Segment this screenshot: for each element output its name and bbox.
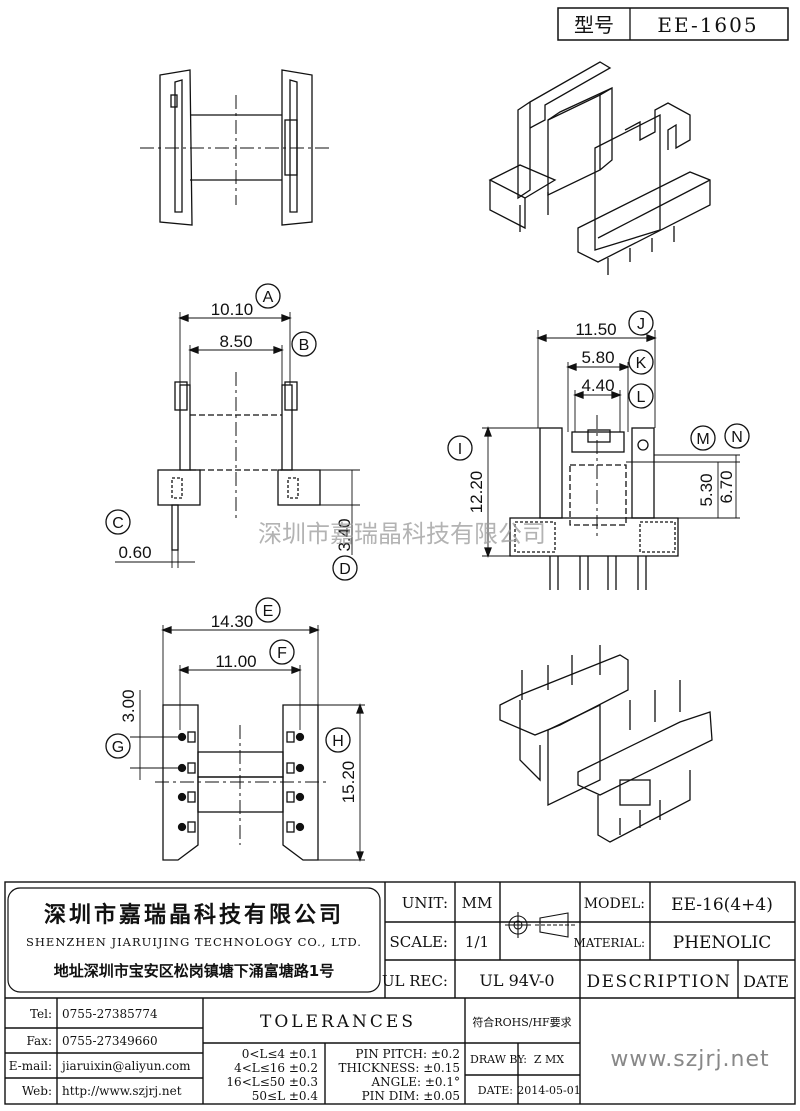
tolerance-row: 50≤L ±0.4 — [252, 1089, 319, 1103]
dim-K-letter: K — [636, 355, 647, 372]
company-name-en: SHENZHEN JIARUIJING TECHNOLOGY CO., LTD. — [26, 935, 362, 949]
model-box-label: 型号 — [574, 13, 614, 37]
dim-L-value: 4.40 — [581, 376, 614, 395]
dim-M-value: 5.30 — [697, 473, 716, 506]
dim-A-letter: A — [263, 289, 274, 306]
dim-G-letter: G — [112, 739, 124, 756]
dim-balloons — [105, 283, 750, 759]
model-label: MODEL: — [584, 896, 645, 912]
dim-E-value: 14.30 — [211, 612, 254, 631]
email-value[interactable]: jiaruixin@aliyun.com — [60, 1059, 191, 1073]
draw-by-label: DRAW BY: — [470, 1053, 527, 1066]
dim-D-letter: D — [339, 561, 351, 578]
dim-L-letter: L — [637, 389, 646, 406]
dim-J-letter: J — [637, 316, 645, 333]
dim-E-letter: E — [263, 603, 274, 620]
pin-tolerance-row: ANGLE: ±0.1° — [371, 1075, 460, 1089]
material-value: PHENOLIC — [673, 933, 772, 953]
dim-B-value: 8.50 — [219, 332, 252, 351]
website-watermark: www.szjrj.net — [610, 1047, 769, 1072]
dim-N-letter: N — [731, 429, 743, 446]
pin-tolerance-row: THICKNESS: ±0.15 — [339, 1061, 460, 1075]
dim-C-value: 0.60 — [118, 543, 151, 562]
dim-N-value: 6.70 — [717, 470, 736, 503]
dim-H-letter: H — [332, 733, 344, 750]
fax-label: Fax: — [27, 1034, 52, 1048]
web-value[interactable]: http://www.szjrj.net — [62, 1084, 182, 1098]
dim-H-value: 15.20 — [339, 761, 358, 804]
dim-C-letter: C — [112, 515, 124, 532]
title-block-grid — [4, 881, 796, 1105]
pin-tolerance-row: PIN DIM: ±0.05 — [362, 1089, 460, 1103]
tel-value: 0755-27385774 — [62, 1007, 158, 1021]
dim-I-value: 12.20 — [467, 471, 486, 514]
dim-I-letter: I — [458, 441, 462, 458]
date-label: DATE: — [478, 1084, 513, 1097]
bottom-view — [130, 625, 365, 862]
dim-D-value: 3.40 — [335, 518, 354, 551]
date-value: 2014-05-01 — [517, 1084, 580, 1097]
unit-label: UNIT: — [402, 894, 448, 912]
dim-M-letter: M — [696, 431, 709, 448]
dim-A-value: 10.10 — [211, 300, 254, 319]
description-header: DESCRIPTION — [586, 972, 731, 992]
web-label: Web: — [22, 1084, 52, 1098]
dim-F-letter: F — [277, 645, 287, 662]
model-value: EE-16(4+4) — [671, 895, 773, 915]
tolerance-row: 4<L≤16 ±0.2 — [234, 1061, 318, 1075]
top-view — [140, 69, 330, 226]
tolerance-row: 16<L≤50 ±0.3 — [226, 1075, 318, 1089]
dim-B-letter: B — [299, 337, 310, 354]
ulrec-value: UL 94V-0 — [479, 971, 554, 990]
dim-F-value: 11.00 — [215, 652, 256, 671]
scale-value: 1/1 — [465, 933, 489, 951]
tel-label: Tel: — [30, 1007, 52, 1021]
dim-G-value: 3.00 — [119, 689, 138, 722]
watermark: 深圳市嘉瑞晶科技有限公司 — [258, 520, 546, 548]
iso-view-bottom — [499, 645, 713, 843]
draw-by-value: Z MX — [534, 1053, 564, 1066]
dim-J-value: 11.50 — [575, 320, 616, 339]
company-address: 地址深圳市宝安区松岗镇塘下涌富塘路1号 — [54, 962, 334, 980]
iso-view-top — [488, 61, 711, 275]
unit-value: MM — [462, 894, 493, 912]
fax-value: 0755-27349660 — [62, 1034, 158, 1048]
scale-label: SCALE: — [389, 933, 448, 951]
model-box-value: EE-1605 — [657, 13, 758, 37]
rohs-note: 符合ROHS/HF要求 — [472, 1015, 571, 1029]
front-view — [115, 312, 360, 568]
email-label: E-mail: — [9, 1059, 52, 1073]
material-label: MATERIAL: — [573, 936, 645, 950]
projection-symbol-icon — [505, 912, 575, 938]
side-view — [482, 330, 740, 590]
model-box: 型号 EE-1605 — [557, 7, 789, 41]
tolerances-title: TOLERANCES — [260, 1012, 416, 1032]
ulrec-label: UL REC: — [382, 972, 448, 990]
date-header: DATE — [743, 972, 789, 991]
pin-tolerance-row: PIN PITCH: ±0.2 — [355, 1047, 460, 1061]
tolerance-row: 0<L≤4 ±0.1 — [242, 1047, 318, 1061]
dim-K-value: 5.80 — [581, 348, 614, 367]
company-name-cn: 深圳市嘉瑞晶科技有限公司 — [44, 902, 344, 928]
